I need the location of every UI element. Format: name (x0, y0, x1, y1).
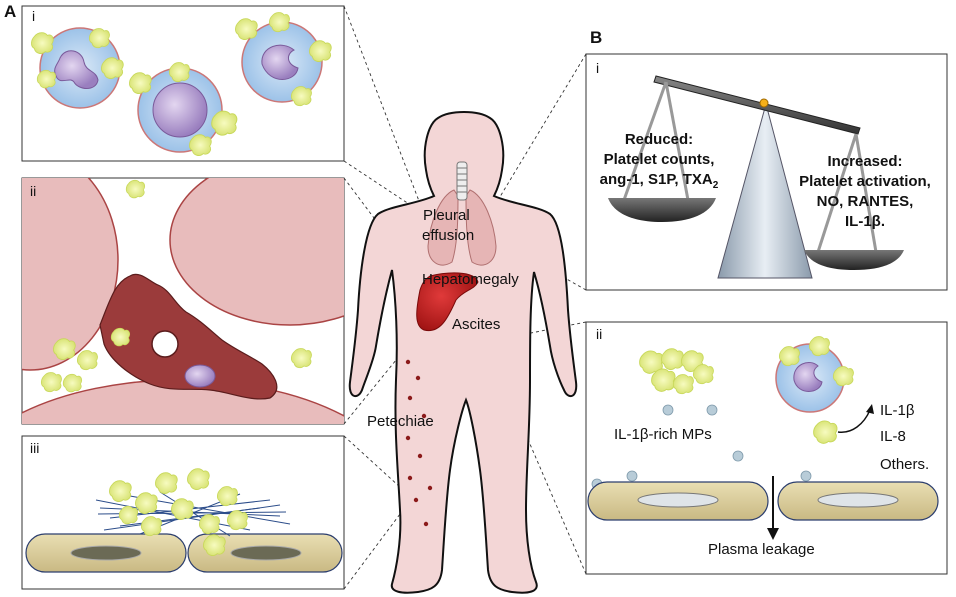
pan-left (608, 198, 716, 222)
cytokine-arrow (837, 409, 871, 433)
pan-right (804, 250, 904, 270)
reduced-title: Reduced: (624, 131, 694, 148)
leukocyte-cell (39, 27, 121, 109)
balance-stand (717, 102, 813, 279)
lung-left (427, 189, 459, 266)
reduced-block: Reduced: Platelet counts, ang-1, S1P, TX… (584, 130, 734, 196)
panel-a-letter: A (4, 2, 17, 21)
red-blood-cell (169, 178, 344, 326)
label-hepatomegaly: Hepatomegaly (422, 271, 519, 288)
increased-line3: IL-1β. (845, 213, 885, 230)
panel-b-ii-label: ii (596, 326, 603, 342)
red-blood-cell (22, 178, 119, 371)
label-effusion: effusion (422, 227, 475, 244)
increased-title: Increased: (827, 153, 903, 170)
panel-a-i-label: i (32, 8, 36, 24)
mps-label: IL-1β-rich MPs (614, 426, 712, 443)
human-body-figure (348, 111, 578, 594)
label-pleural: Pleural (423, 207, 470, 224)
cytokine-others: Others. (880, 456, 930, 473)
trachea (456, 161, 468, 201)
panel-a-iii-label: iii (30, 440, 40, 456)
reduced-line2-sub: 2 (712, 180, 719, 191)
panel-b-i (585, 53, 948, 291)
leakage-label: Plasma leakage (708, 541, 815, 558)
panel-a-ii (21, 177, 345, 425)
increased-block: Increased: Platelet activation, NO, RANT… (786, 152, 944, 232)
label-petechiae: Petechiae (367, 413, 434, 430)
label-ascites: Ascites (452, 316, 501, 333)
panel-a-ii-label: ii (30, 183, 37, 199)
balance-beam (653, 75, 861, 135)
leukocyte-cell (137, 67, 223, 153)
lung-right (465, 189, 497, 266)
reduced-line2-text: ang-1, S1P, TXA (599, 171, 713, 188)
increased-line2: NO, RANTES, (816, 193, 914, 210)
pivot (759, 98, 769, 108)
cytokine-il1b: IL-1β (880, 402, 915, 419)
panel-b-ii (585, 321, 948, 575)
reduced-line2: ang-1, S1P, TXA2 (584, 170, 734, 196)
reduced-line1: Platelet counts, (603, 151, 715, 168)
endothelial-cell (99, 273, 278, 400)
panel-a-i (21, 5, 345, 162)
petechiae-dots (405, 359, 433, 527)
cytokine-il8: IL-8 (880, 428, 906, 445)
chain-left (622, 81, 690, 201)
chain-right (816, 133, 878, 253)
liver (416, 272, 479, 332)
increased-line1: Platelet activation, (799, 173, 931, 190)
panel-a-iii (21, 435, 345, 590)
panel-b-i-label: i (596, 60, 600, 76)
panel-b-letter: B (590, 28, 603, 47)
